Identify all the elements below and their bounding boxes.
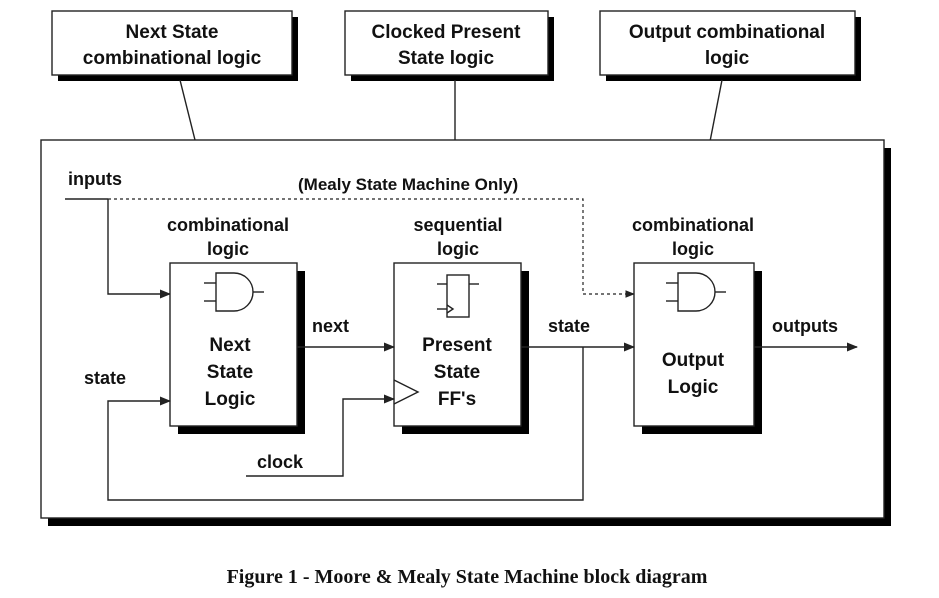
callout-output-line1: Output combinational bbox=[629, 22, 825, 43]
label-state-left: state bbox=[84, 368, 126, 388]
block-output-logic: Output Logic bbox=[633, 262, 762, 434]
block-present-state: Present State FF's bbox=[393, 262, 529, 434]
callout-output-line2: logic bbox=[705, 48, 750, 69]
figure-caption: Figure 1 - Moore & Mealy State Machine b… bbox=[227, 566, 708, 588]
block-next-state-logic: Next State Logic bbox=[169, 262, 305, 434]
wire-state-feedback bbox=[107, 347, 584, 501]
label-comb-left-2: logic bbox=[207, 239, 249, 259]
callout-clocked-present: Clocked Present State logic bbox=[344, 10, 554, 81]
block-next-line2: State bbox=[207, 362, 253, 383]
callout-next-state-line1: Next State bbox=[126, 22, 219, 43]
wire-inputs-to-next bbox=[107, 199, 172, 299]
block-output-line1: Output bbox=[662, 350, 725, 371]
label-outputs: outputs bbox=[772, 316, 838, 336]
label-comb-left-1: combinational bbox=[167, 215, 289, 235]
label-state-right: state bbox=[548, 316, 590, 336]
wire-mealy-dashed bbox=[108, 198, 635, 298]
block-output-line2: Logic bbox=[668, 377, 719, 398]
clock-input-triangle bbox=[393, 379, 420, 405]
block-present-line2: State bbox=[434, 362, 480, 383]
wire-clock bbox=[246, 394, 396, 477]
block-next-line1: Next bbox=[209, 335, 251, 356]
callout-next-state: Next State combinational logic bbox=[51, 10, 298, 81]
callout-output-combinational: Output combinational logic bbox=[599, 10, 861, 81]
label-mealy: (Mealy State Machine Only) bbox=[298, 175, 518, 194]
callout-clocked-line2: State logic bbox=[398, 48, 495, 69]
block-present-line3: FF's bbox=[438, 389, 476, 410]
label-comb-right-2: logic bbox=[672, 239, 714, 259]
label-next: next bbox=[312, 316, 349, 336]
label-comb-right-1: combinational bbox=[632, 215, 754, 235]
flip-flop-icon bbox=[437, 274, 479, 318]
label-sequential-1: sequential bbox=[413, 215, 502, 235]
label-sequential-2: logic bbox=[437, 239, 479, 259]
label-clock: clock bbox=[257, 452, 304, 472]
block-next-line3: Logic bbox=[205, 389, 256, 410]
callout-clocked-line1: Clocked Present bbox=[372, 22, 522, 43]
and-gate-icon bbox=[666, 272, 726, 312]
and-gate-icon bbox=[204, 272, 264, 312]
block-present-line1: Present bbox=[422, 335, 492, 356]
callout-next-state-line2: combinational logic bbox=[83, 48, 262, 69]
label-inputs: inputs bbox=[68, 169, 122, 189]
